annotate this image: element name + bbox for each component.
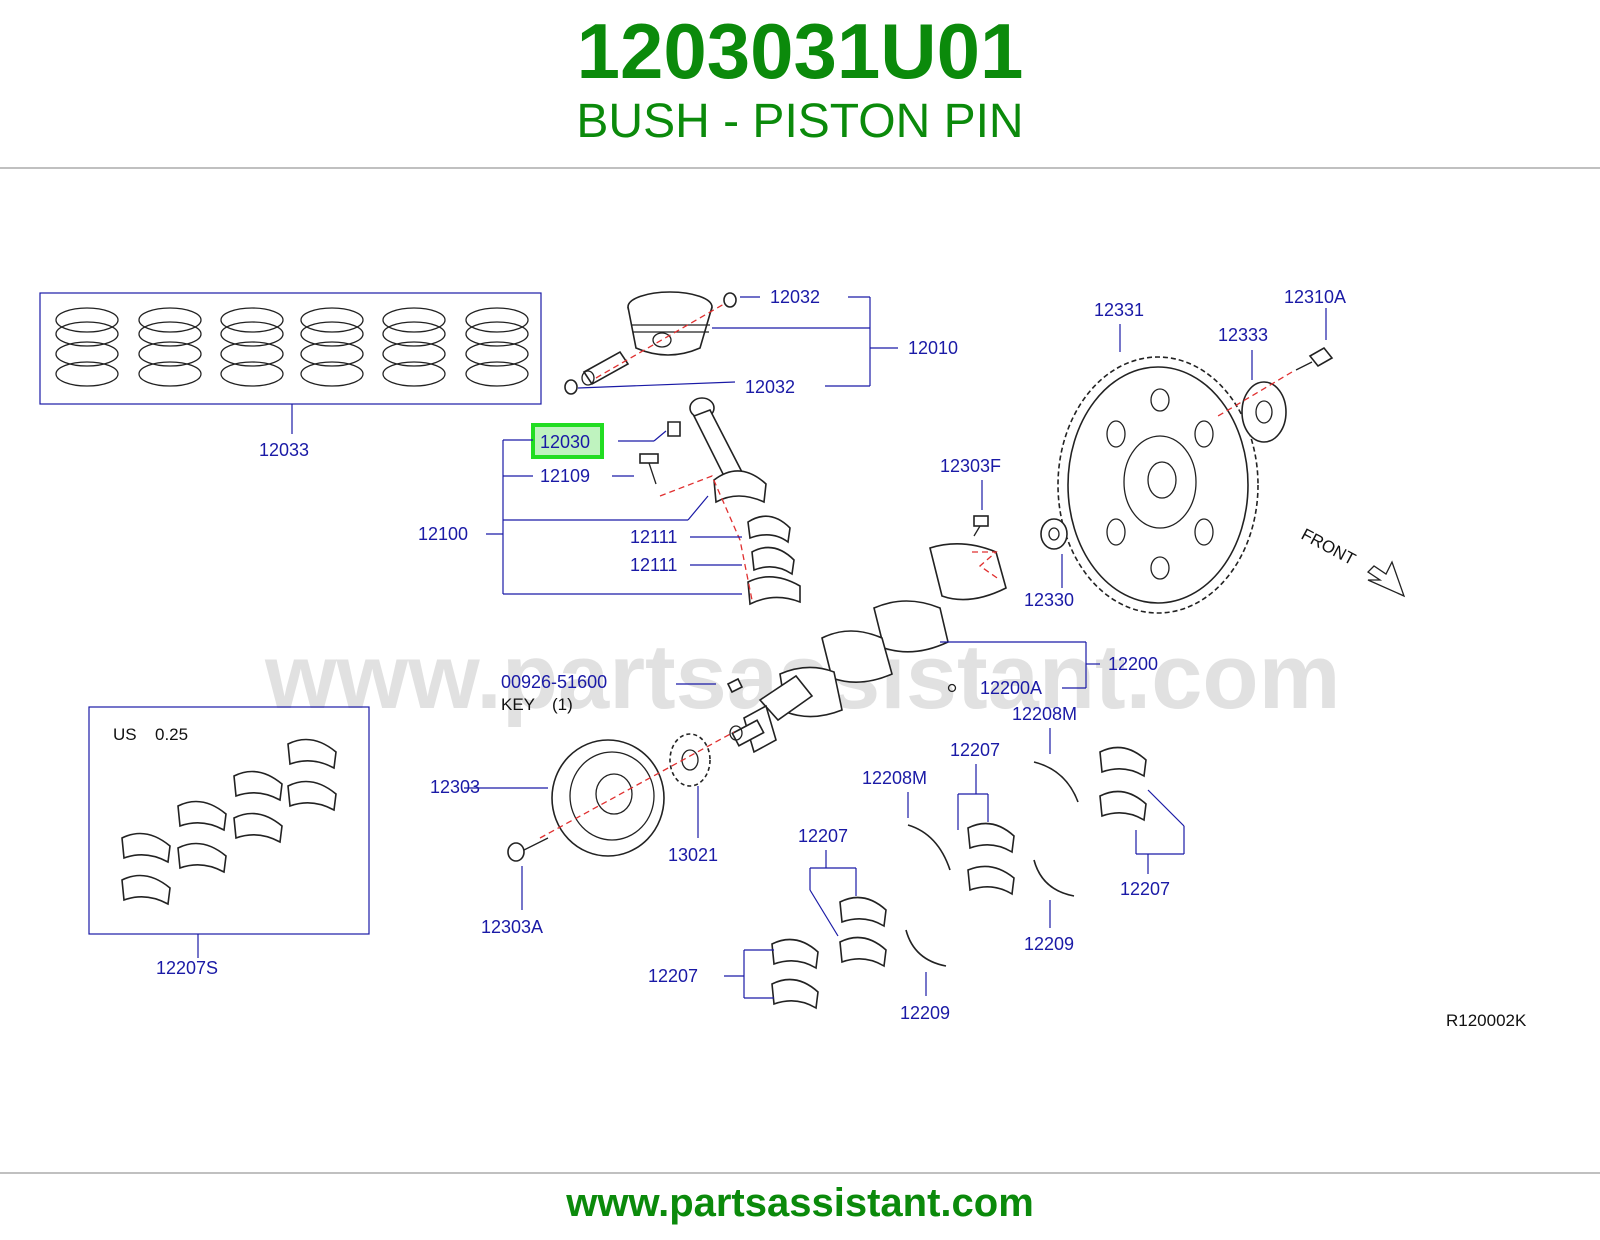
snap-ring-lower (564, 379, 578, 395)
callout-12208m-right[interactable]: 12208M (1012, 704, 1077, 724)
callout-13021[interactable]: 13021 (668, 845, 718, 865)
callout-12207-mid[interactable]: 12207 (798, 826, 848, 846)
callout-12331[interactable]: 12331 (1094, 300, 1144, 320)
ring-set-3 (220, 307, 284, 387)
crank-pulley-drawing (551, 739, 665, 857)
callout-12207s[interactable]: 12207S (156, 958, 218, 978)
ring-set-5 (382, 307, 446, 387)
piston-drawing (627, 291, 713, 356)
bearing-shell-f (839, 936, 887, 968)
part-name-subtitle: BUSH - PISTON PIN (576, 95, 1024, 148)
pilot-bushing-drawing (947, 683, 957, 693)
callout-12032-upper[interactable]: 12032 (770, 287, 820, 307)
thrust-washer-d (905, 929, 947, 967)
thrust-washer-b (1033, 761, 1079, 803)
main-bearings-group: 12208M 12207 12208M 12207 12207 12207 12… (648, 704, 1185, 1023)
connecting-rod-group: 12030 12109 12100 12111 12111 (418, 397, 801, 606)
piston-assembly-group: 12032 12010 12032 (564, 287, 958, 397)
callout-12333[interactable]: 12333 (1218, 325, 1268, 345)
callout-12200[interactable]: 12200 (1108, 654, 1158, 674)
front-arrow-icon (1366, 560, 1406, 598)
piston-pin-drawing (581, 350, 630, 386)
thrust-washer-c (1033, 859, 1075, 897)
pulley-group: 12303 13021 12303A (430, 731, 735, 937)
callout-12303f[interactable]: 12303F (940, 456, 1001, 476)
crankshaft-drawing (729, 543, 1007, 754)
bearing-shell-b (967, 865, 1015, 896)
footer-website-link[interactable]: www.partsassistant.com (566, 1181, 1034, 1225)
callout-12330[interactable]: 12330 (1024, 590, 1074, 610)
callout-12209-left[interactable]: 12209 (900, 1003, 950, 1023)
bearing-shell-g (771, 938, 819, 970)
callout-12208m-left[interactable]: 12208M (862, 768, 927, 788)
ring-set-4 (300, 307, 364, 387)
bearing-shell-a (967, 822, 1015, 854)
bearing-shell-d (1099, 790, 1147, 822)
piston-rings-group: 12033 (39, 292, 542, 460)
crankshaft-group: 12200 12200A 00926-51600 KEY (1) 12303F … (501, 456, 1158, 754)
callout-12032-lower[interactable]: 12032 (745, 377, 795, 397)
page-header: 1203031U01 BUSH - PISTON PIN (0, 0, 1600, 168)
ring-set-6 (465, 307, 529, 387)
callout-12010[interactable]: 12010 (908, 338, 958, 358)
flywheel-drawing (1057, 356, 1259, 614)
callout-12209-right[interactable]: 12209 (1024, 934, 1074, 954)
key-quantity: (1) (552, 695, 573, 714)
connecting-rod-drawing (689, 397, 767, 504)
callout-12111-lower[interactable]: 12111 (630, 555, 677, 575)
footer-divider (0, 1172, 1600, 1174)
callout-12030[interactable]: 12030 (540, 432, 590, 452)
spacer-drawing (1040, 518, 1068, 550)
piston-rings-box (39, 292, 542, 405)
front-label: FRONT (1298, 525, 1359, 569)
undersize-label: US (113, 725, 137, 744)
callout-12303[interactable]: 12303 (430, 777, 480, 797)
snap-ring-upper (723, 292, 737, 308)
undersize-bearings-box (88, 706, 370, 935)
highlight-box-12030 (531, 423, 604, 459)
rear-bolt-drawing (973, 515, 989, 537)
callout-12207-right[interactable]: 12207 (1120, 879, 1170, 899)
conrod-bearing-lower (751, 546, 795, 576)
callout-12100[interactable]: 12100 (418, 524, 468, 544)
callout-12109[interactable]: 12109 (540, 466, 590, 486)
piston-pin-bush-drawing (667, 421, 681, 437)
key-label: KEY (501, 695, 535, 714)
flywheel-group: 12331 12310A 12333 FRONT (1057, 287, 1406, 614)
conrod-bearing-upper (747, 515, 791, 544)
part-number-title: 1203031U01 (576, 7, 1024, 95)
callout-00926-51600[interactable]: 00926-51600 (501, 672, 607, 692)
exploded-view-svg: www.partsassistant.com (39, 287, 1527, 1030)
parts-diagram: www.partsassistant.com (0, 270, 1600, 1080)
callout-12207-center[interactable]: 12207 (950, 740, 1000, 760)
undersize-bearings-group: US 0.25 12207S (88, 706, 370, 978)
ring-set-1 (55, 307, 119, 387)
bearing-shell-e (839, 896, 887, 928)
callout-12207-lower-left[interactable]: 12207 (648, 966, 698, 986)
bearing-shell-c (1099, 746, 1147, 778)
flywheel-bolt-drawing (1295, 346, 1334, 371)
header-divider (0, 167, 1600, 169)
callout-12200a[interactable]: 12200A (980, 678, 1042, 698)
reinforcement-plate-drawing (1241, 381, 1287, 443)
callout-12310a[interactable]: 12310A (1284, 287, 1346, 307)
front-indicator: FRONT (1298, 525, 1406, 598)
diagram-reference-code: R120002K (1446, 1011, 1527, 1030)
thrust-washer-a (907, 824, 951, 871)
callout-12303a[interactable]: 12303A (481, 917, 543, 937)
callout-12033[interactable]: 12033 (259, 440, 309, 460)
crank-sprocket-drawing (669, 733, 711, 787)
conrod-bolt-drawing (639, 453, 659, 485)
pulley-bolt-drawing (507, 837, 549, 862)
key-drawing (726, 677, 744, 694)
callout-12111-upper[interactable]: 12111 (630, 527, 677, 547)
bearing-shell-h (771, 978, 819, 1010)
ring-set-2 (138, 307, 202, 387)
undersize-value: 0.25 (155, 725, 188, 744)
conrod-cap-drawing (747, 576, 801, 606)
